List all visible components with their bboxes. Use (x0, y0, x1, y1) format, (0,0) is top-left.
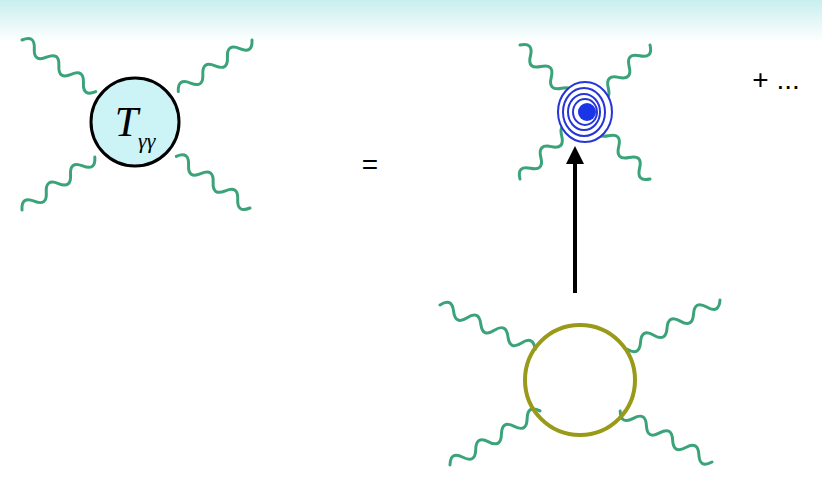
node-label: Tγγ (115, 98, 156, 146)
bound-state-blob (558, 82, 612, 142)
ellipsis-term: + ... (752, 64, 799, 96)
amplitude-circle: Tγγ (89, 76, 181, 168)
header-band (0, 0, 822, 42)
amplitude-symbol: T (115, 99, 138, 145)
equals-sign: = (362, 149, 378, 181)
fermion-loop (525, 325, 635, 435)
amplitude-subscript: γγ (138, 128, 155, 153)
photon-lines (18, 35, 722, 470)
up-arrow (566, 146, 584, 293)
